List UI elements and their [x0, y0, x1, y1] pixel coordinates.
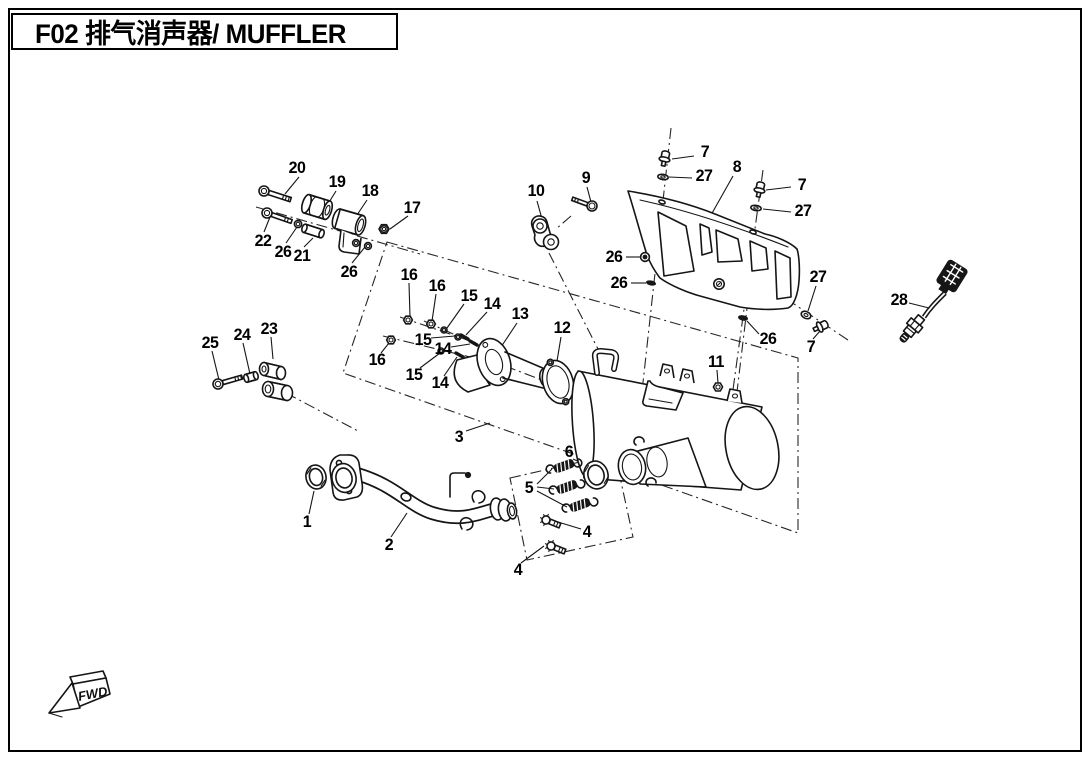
shield-washer-27: [800, 310, 812, 320]
washer-26-c: [293, 219, 303, 229]
shield-hole: [749, 229, 757, 235]
pipe-bolt-4: [539, 513, 562, 529]
shield-slot: [749, 240, 769, 272]
muffler-hanger-hook: [591, 347, 620, 376]
shield-slot: [657, 211, 695, 277]
spring-5: [561, 497, 599, 513]
nut-17: [378, 223, 390, 235]
spring-group: [539, 458, 609, 555]
shield-center-bolt: [713, 278, 725, 290]
title-box: F02 排气消声器/ MUFFLER: [11, 13, 390, 50]
shield-slot: [774, 250, 792, 300]
sensor-body: [899, 313, 926, 343]
title-box-extension: [366, 13, 398, 50]
front-gasket-1: [305, 464, 327, 490]
stud-14: [459, 333, 470, 341]
muffler-bracket-plate: [642, 380, 684, 411]
bolt-9: [570, 196, 598, 212]
stud-14: [454, 351, 465, 359]
mount-bracket-18: [331, 208, 367, 255]
spring-hook: [459, 516, 474, 531]
flange-nut-16: [402, 315, 414, 325]
muffler-body-group: [571, 347, 780, 491]
flange-nut-16: [425, 319, 437, 329]
rubber-bushing-19: [300, 193, 334, 221]
muffler-tab: [726, 388, 743, 404]
exhaust-flange-13: [453, 337, 554, 393]
pivot-bracket-group: [212, 361, 294, 402]
fwd-arrow: FWD: [48, 670, 111, 718]
fwd-label: FWD: [77, 683, 110, 703]
muffler-tab: [679, 368, 695, 384]
sensor-connector: [936, 259, 968, 295]
page-title: F02 排气消声器/ MUFFLER: [35, 19, 347, 49]
muffler-nut-11: [712, 382, 724, 392]
shield-slot: [715, 229, 743, 263]
flange-gasket-12: [541, 358, 575, 406]
shield-slot: [699, 223, 713, 256]
muffler-mount-group: [258, 185, 390, 255]
flange-hardware-group: [385, 315, 575, 406]
washer-26-a: [351, 238, 361, 248]
shield-washer-27: [657, 173, 669, 181]
spring-hook: [471, 489, 486, 504]
shield-hole: [658, 199, 666, 205]
flange-nut-16: [385, 335, 397, 345]
heat-shield-group: [627, 150, 829, 333]
muffler-gasket-6: [583, 460, 609, 490]
shield-bolt-7: [658, 150, 671, 167]
stud-14: [468, 339, 479, 347]
spring-5: [548, 479, 586, 495]
spring-hook: [633, 436, 645, 446]
shield-bolt-7: [753, 181, 766, 198]
bolt-20: [258, 185, 293, 203]
shield-bolt-7: [812, 319, 829, 333]
pipe-bolt-4: [544, 539, 567, 555]
muffler-tab: [659, 363, 675, 379]
spacer-24: [243, 370, 259, 384]
construction-lines: [220, 127, 849, 561]
muffler-end-cap: [724, 405, 780, 491]
spring-hook: [645, 477, 657, 487]
shield-washer-27: [750, 204, 762, 212]
grommet-26: [737, 315, 749, 321]
pipe-collar: [489, 497, 518, 522]
pipe-boss: [400, 492, 412, 502]
bolt-22: [261, 207, 294, 225]
grommet-26: [639, 251, 651, 263]
washer-26-b: [363, 241, 373, 251]
bolt-25: [212, 374, 244, 390]
heat-shield: [627, 190, 801, 311]
spacer-21: [301, 223, 325, 239]
grommet-26: [645, 280, 657, 286]
bracket-23: [258, 361, 294, 402]
pipe-rod-bracket: [449, 472, 466, 498]
front-pipe-group: [305, 454, 518, 531]
page-border: [8, 8, 1082, 752]
washer-15: [437, 347, 445, 355]
bracket-10: [530, 215, 560, 251]
hanger-bracket-group: [530, 196, 598, 251]
washer-15: [440, 326, 448, 334]
oxygen-sensor-group: [899, 259, 968, 343]
spring-5: [545, 458, 583, 474]
